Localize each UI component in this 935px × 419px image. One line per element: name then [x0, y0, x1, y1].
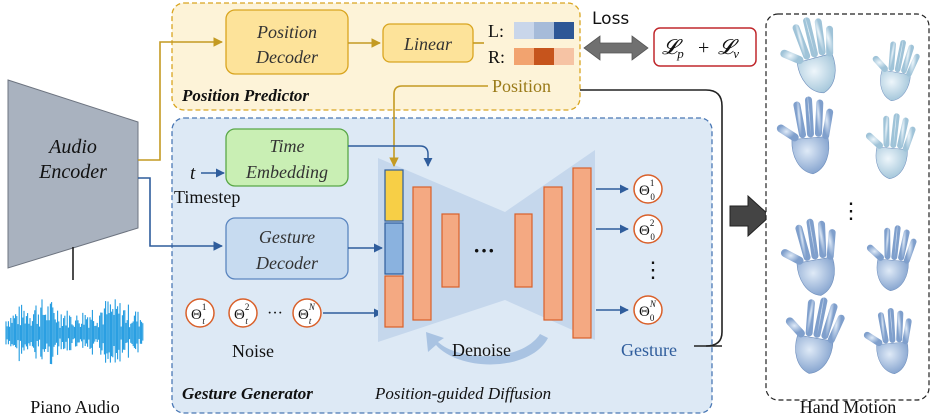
right-position-cell-2 [534, 48, 554, 65]
gesture-output-label: Gesture [621, 340, 677, 360]
gesture-generator-title: Gesture Generator [182, 384, 313, 403]
timestep-symbol: t [190, 163, 196, 184]
position-to-hand-motion-line [580, 89, 723, 347]
left-position-cell-3 [554, 22, 574, 39]
unet-layer-1 [412, 186, 432, 321]
time-embedding-label-1: Time [269, 136, 304, 156]
hand-render [780, 218, 836, 296]
svg-text:Θ10: Θ10 [639, 178, 655, 202]
time-embedding-label-2: Embedding [245, 162, 328, 182]
position-decoder-box [225, 9, 349, 75]
svg-text:Θ20: Θ20 [639, 218, 655, 242]
svg-text:Θ2t: Θ2t [234, 302, 249, 326]
audio-encoder-block [7, 79, 139, 269]
gesture-decoder-label-2: Decoder [255, 253, 319, 273]
hand-render [785, 297, 845, 374]
loss-formula-plus: + [698, 37, 709, 59]
denoise-arrow [426, 332, 548, 365]
position-decoder-label-1: Position [256, 22, 317, 42]
noise-ellipsis: ··· [267, 305, 283, 322]
audio-encoder-label-2: Encoder [38, 161, 107, 183]
right-position-cell-3 [554, 48, 574, 65]
diffusion-caption: Position-guided Diffusion [374, 384, 551, 403]
unet-layer-4 [543, 186, 563, 321]
svg-text:Θ1t: Θ1t [191, 302, 206, 326]
linear-label: Linear [403, 34, 453, 54]
piano-waveform [5, 299, 144, 365]
unet-layer-2 [441, 213, 460, 288]
piano-audio-label: Piano Audio [30, 397, 120, 417]
unet-ellipsis: ··· [473, 238, 495, 263]
position-condition-block [384, 169, 404, 222]
left-hand-label: L: [488, 21, 504, 41]
hand-renders [776, 17, 920, 375]
hand-motion-vdots: ⋮ [840, 198, 862, 223]
audio-encoder-label-1: Audio [47, 136, 97, 158]
hand-render [780, 17, 836, 94]
svg-text:ΘN0: ΘN0 [639, 299, 657, 323]
hand-render [865, 113, 916, 180]
hand-render [863, 308, 912, 375]
encoder-to-gesture-decoder-arrow [138, 177, 223, 251]
hand-motion-label: Hand Motion [800, 397, 897, 417]
hand-render [776, 96, 834, 175]
unet-layer-3 [514, 213, 533, 288]
left-position-cell-2 [534, 22, 554, 39]
position-predictor-title: Position Predictor [181, 86, 309, 105]
position-to-condition-arrow [389, 85, 488, 167]
right-position-cell-1 [514, 48, 534, 65]
diffusion-unet-shape [378, 150, 595, 342]
left-position-cell-1 [514, 22, 534, 39]
noise-input-block [384, 275, 404, 328]
time-to-diffusion-arrow [348, 145, 433, 167]
timestep-label: Timestep [174, 187, 240, 207]
output-vdots: ⋮ [642, 257, 664, 282]
svg-text:ΘNt: ΘNt [298, 302, 316, 326]
encoder-to-position-decoder-arrow [138, 37, 223, 161]
unet-layer-5 [572, 167, 592, 339]
merge-to-hand-motion-arrow [729, 194, 771, 238]
hand-render [872, 39, 920, 102]
gesture-decoder-label-1: Gesture [259, 227, 315, 247]
gesture-condition-block [384, 222, 404, 275]
position-decoder-label-2: Decoder [255, 47, 319, 67]
hand-render [866, 225, 917, 292]
loss-double-arrow [583, 35, 649, 61]
time-embedding-box [225, 128, 349, 187]
denoise-label: Denoise [452, 340, 511, 360]
loss-formula-box [653, 27, 757, 67]
loss-label: Loss [592, 9, 629, 29]
position-output-label: Position [492, 76, 551, 96]
noise-label: Noise [232, 341, 274, 361]
right-hand-label: R: [488, 47, 505, 67]
